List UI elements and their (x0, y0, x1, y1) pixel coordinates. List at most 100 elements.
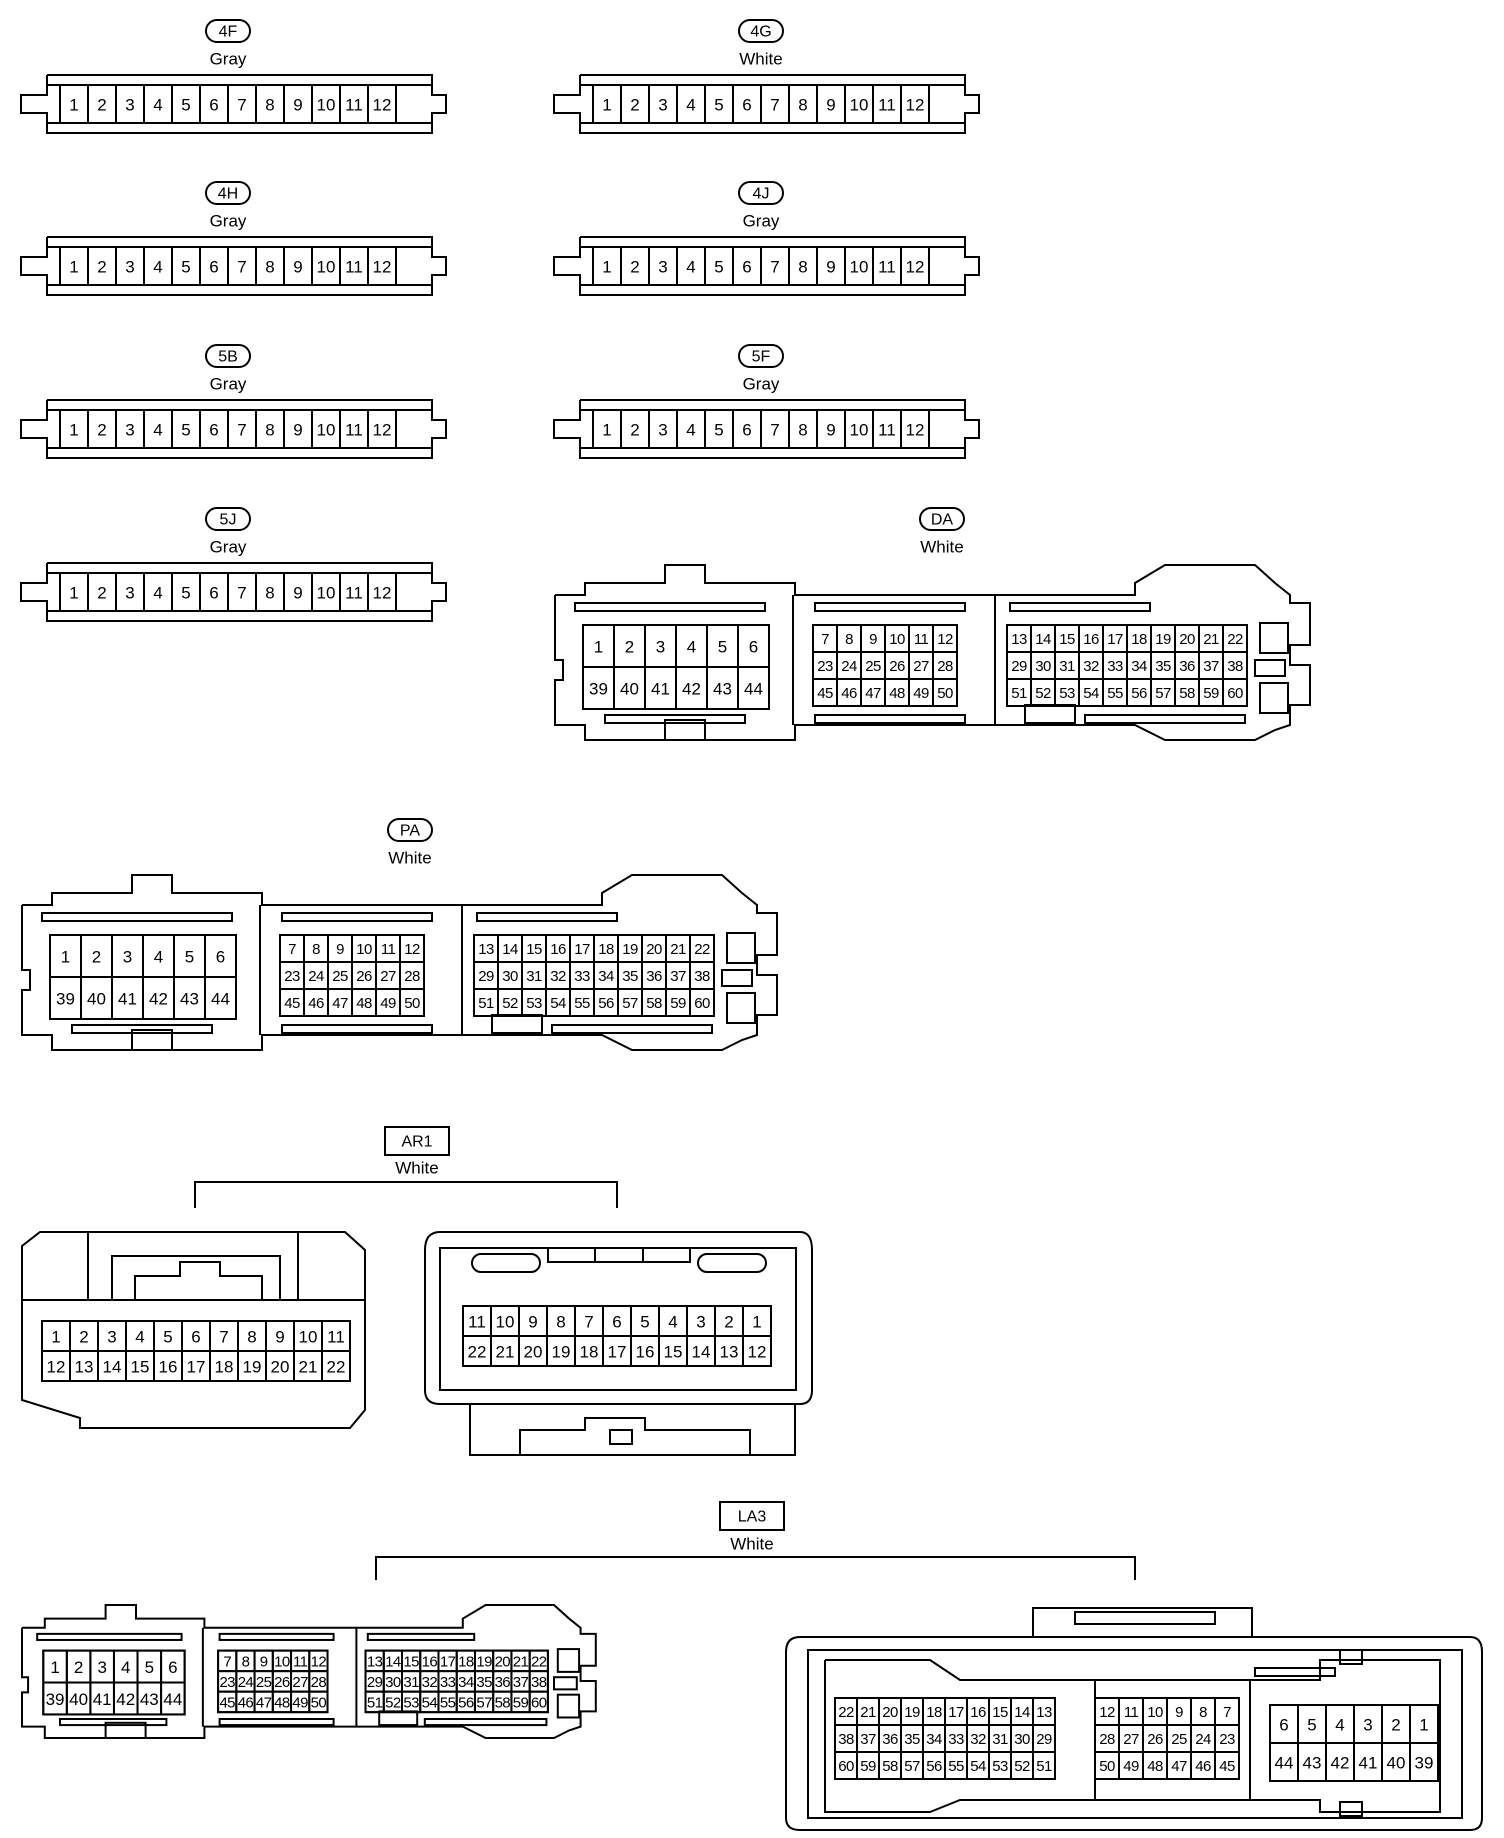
pin-label: 29 (1036, 1731, 1052, 1748)
pin-label: 56 (1131, 685, 1147, 702)
pin-cell (321, 1350, 351, 1382)
connector-color: White (395, 1159, 438, 1178)
pin-label: 22 (838, 1704, 854, 1721)
pin-cell (900, 246, 930, 286)
pin-cell (367, 246, 397, 286)
connector-shell (553, 74, 980, 134)
pin-label: 11 (468, 1313, 486, 1332)
pin-label: 17 (608, 1343, 627, 1362)
rib (41, 912, 233, 922)
pin-label: 2 (92, 948, 101, 967)
pin-label: 9 (826, 96, 835, 115)
pin-label: 9 (293, 258, 302, 277)
pin-cell (367, 409, 397, 449)
pin-label: 43 (1303, 1754, 1322, 1773)
pin-label: 1 (69, 258, 78, 277)
pin-label: 4 (121, 1658, 130, 1677)
pin-label: 20 (524, 1343, 543, 1362)
pin-label: 3 (125, 584, 134, 603)
latch-window (556, 1693, 581, 1719)
connector-color: White (388, 849, 431, 868)
pin-label: 54 (1083, 685, 1099, 702)
pin-cell (204, 976, 237, 1020)
pin-label: 48 (356, 995, 372, 1012)
connector-id-badge (387, 818, 433, 842)
pin-label: 48 (1147, 1758, 1163, 1775)
pin-label: 11 (878, 258, 896, 277)
pin-label: 39 (46, 1690, 65, 1709)
pin-label: 11 (914, 631, 929, 648)
pin-label: 58 (1179, 685, 1195, 702)
ar1-female-slot (697, 1253, 767, 1273)
pin-label: 48 (274, 1694, 290, 1711)
la3-female-shell (785, 1636, 1483, 1831)
pin-label: 57 (1155, 685, 1171, 702)
connector-color: White (739, 50, 782, 69)
pin-label: 9 (293, 421, 302, 440)
pin-label: 9 (275, 1328, 284, 1347)
pin-label: 25 (256, 1674, 272, 1691)
pin-label: 33 (948, 1731, 964, 1748)
pin-label: 6 (191, 1328, 200, 1347)
pin-label: 22 (1227, 631, 1243, 648)
pin-label: 2 (724, 1313, 733, 1332)
pin-label: 3 (658, 96, 667, 115)
pin-label: 5 (163, 1328, 172, 1347)
latch-window (1259, 622, 1289, 654)
pin-label: 13 (1011, 631, 1027, 648)
pin-label: 30 (1035, 658, 1051, 675)
pin-label: 8 (1199, 1704, 1207, 1721)
pin-cell (367, 572, 397, 612)
pin-label: 2 (630, 421, 639, 440)
pin-label: 26 (274, 1674, 290, 1691)
rib (491, 1014, 543, 1034)
pin-label: 57 (476, 1694, 492, 1711)
pin-label: 24 (1195, 1731, 1211, 1748)
pin-label: 27 (292, 1674, 308, 1691)
pin-label: 2 (79, 1328, 88, 1347)
pin-label: 13 (478, 941, 494, 958)
pin-label: 42 (149, 990, 168, 1009)
pin-label: 8 (845, 631, 853, 648)
pin-label: 40 (620, 680, 639, 699)
pin-label: 43 (180, 990, 199, 1009)
pin-cell (932, 678, 958, 707)
pin-label: 8 (265, 421, 274, 440)
pin-label: 8 (265, 96, 274, 115)
latch-window (726, 932, 756, 964)
pin-label: 6 (1279, 1716, 1288, 1735)
pin-label: 7 (219, 1328, 228, 1347)
pin-label: 10 (850, 421, 869, 440)
pin-label: 3 (658, 258, 667, 277)
pin-label: 16 (970, 1704, 986, 1721)
pin-label: 4 (668, 1313, 677, 1332)
pin-label: 5 (714, 96, 723, 115)
connector-id: PA (400, 823, 420, 840)
pin-label: 10 (889, 631, 905, 648)
pin-label: 16 (550, 941, 566, 958)
pin-label: 21 (670, 941, 686, 958)
pin-cell (1409, 1742, 1439, 1782)
pin-label: 4 (153, 96, 162, 115)
connector-id: 5F (752, 349, 771, 366)
pin-label: 11 (1124, 1704, 1139, 1721)
pin-label: 16 (636, 1343, 655, 1362)
pin-label: 16 (159, 1358, 178, 1377)
connector-id: AR1 (401, 1134, 432, 1151)
pin-label: 17 (948, 1704, 964, 1721)
pin-label: 29 (367, 1674, 383, 1691)
rib (281, 1024, 433, 1034)
pin-label: 31 (403, 1674, 419, 1691)
pin-label: 45 (1219, 1758, 1235, 1775)
pin-label: 51 (1036, 1758, 1052, 1775)
connector-color: Gray (210, 538, 247, 557)
pin-label: 14 (502, 941, 518, 958)
pin-label: 7 (584, 1313, 593, 1332)
pin-label: 12 (373, 258, 392, 277)
pin-label: 2 (97, 258, 106, 277)
latch-window (1259, 682, 1289, 714)
pin-label: 41 (1359, 1754, 1378, 1773)
connector-shell (20, 562, 447, 622)
rib (218, 1718, 335, 1727)
